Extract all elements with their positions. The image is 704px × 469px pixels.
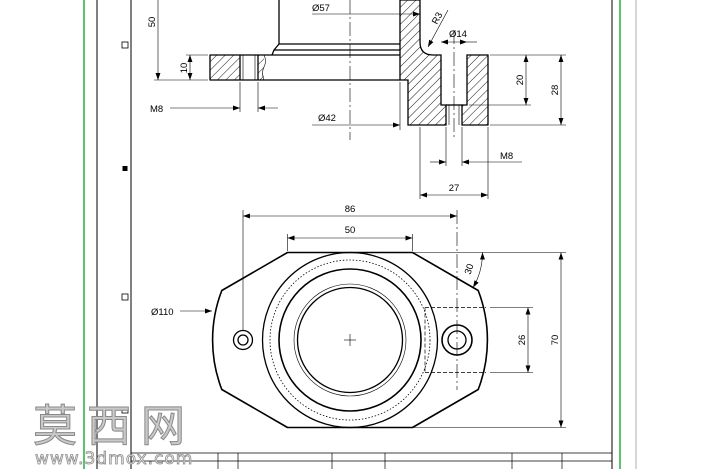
left-local-section-hatch — [210, 55, 240, 80]
boss-circle — [278, 268, 422, 412]
zone-marker — [121, 41, 129, 49]
top-plan-view: 86 50 30 Ø110 26 70 — [151, 204, 566, 429]
watermark-brand: 莫西网 — [33, 401, 195, 452]
left-local-section-hatch-right — [258, 55, 264, 80]
boss-left-silhouette — [271, 0, 280, 56]
hub-outer-circle — [261, 251, 439, 429]
dim-text-outer-diameter: Ø110 — [151, 307, 174, 318]
watermark: 莫西网 www.3dmox.com — [33, 401, 195, 469]
dim-text-right-thread: M8 — [500, 151, 513, 162]
dim-text-bore-diameter: Ø42 — [318, 113, 336, 124]
dim-text-flat-width: 50 — [345, 225, 356, 236]
dim-arc-angle — [472, 252, 485, 288]
watermark-url: www.3dmox.com — [35, 449, 193, 469]
hub-thread-circle — [269, 259, 431, 421]
dim-text-slot-width: 26 — [517, 335, 528, 346]
dim-text-counterbore-depth: 20 — [515, 75, 526, 86]
dim-text-left-thread: M8 — [150, 104, 163, 115]
front-section-view: 50 10 M8 Ø42 Ø57 R3 Ø14 20 28 — [147, 0, 566, 199]
left-tapped-hole-minor — [237, 334, 249, 346]
dim-text-overall-width: 70 — [550, 335, 561, 346]
dim-text-base-thickness: 10 — [179, 63, 190, 74]
bore-chamfer-circle — [293, 283, 407, 397]
zone-marker — [121, 293, 129, 301]
flange-outer-profile — [211, 251, 489, 429]
dim-text-hole-spacing: 86 — [345, 204, 356, 215]
dim-text-lug-width: 27 — [449, 183, 460, 194]
sheet-frame — [83, 0, 637, 469]
dim-text-angle: 30 — [463, 262, 477, 275]
dim-text-lug-height: 28 — [550, 85, 561, 96]
lug-section-hatch — [461, 54, 489, 126]
dim-text-fillet-radius: R3 — [430, 11, 445, 27]
left-tapped-hole-major — [232, 329, 254, 351]
dim-text-counterbore-diameter: Ø14 — [449, 29, 467, 40]
dim-text-boss-diameter: Ø57 — [312, 3, 330, 14]
dim-text-overall-height: 50 — [147, 17, 158, 28]
leader-fillet-radius — [427, 9, 449, 48]
zone-marker — [121, 406, 129, 414]
wall-section-hatch — [399, 0, 447, 126]
zone-marker — [122, 166, 128, 171]
local-section-break-line — [262, 54, 266, 81]
bore-circle — [296, 286, 404, 394]
title-block — [131, 452, 612, 469]
